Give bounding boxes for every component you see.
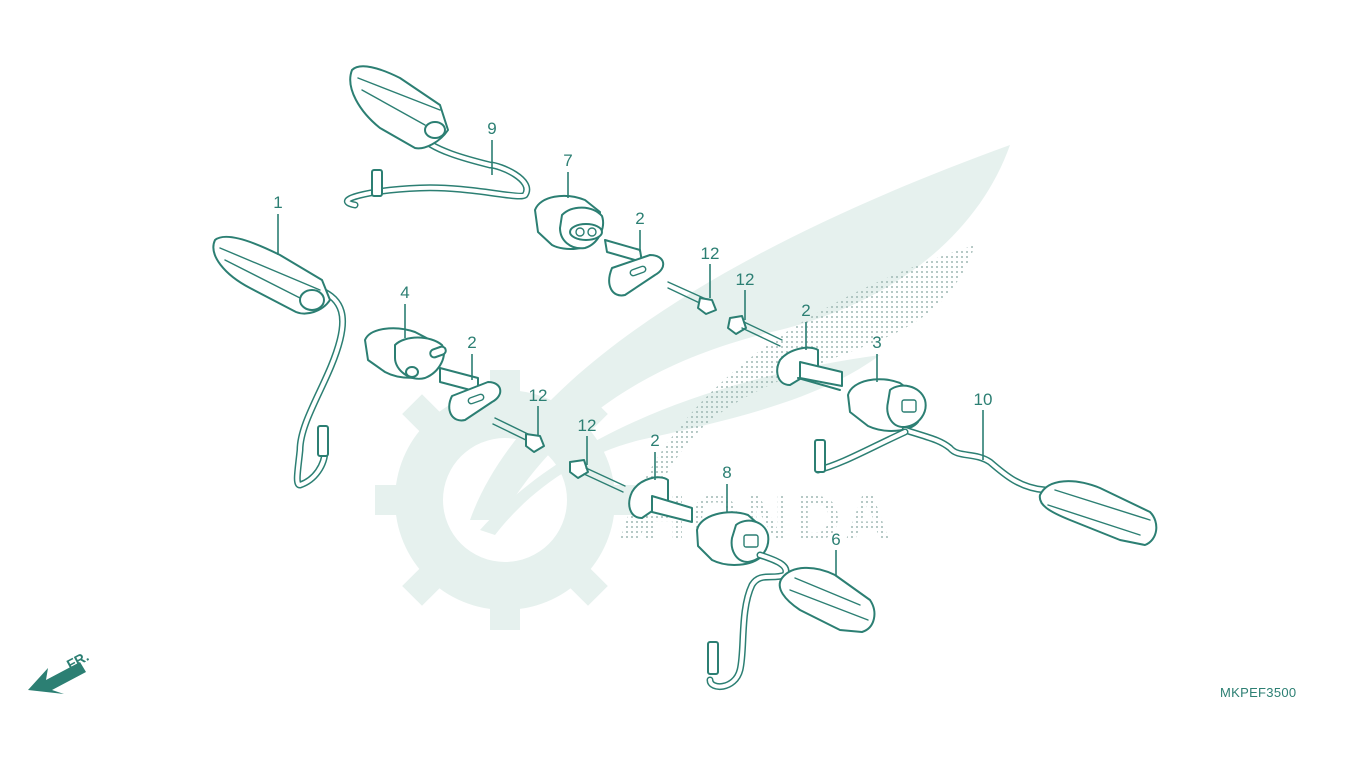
callout-2-b: 2 <box>467 333 476 352</box>
part-12-bolt-d <box>569 459 626 493</box>
diagram-code: MKPEF3500 <box>1220 685 1297 700</box>
callout-2-a: 2 <box>635 209 644 228</box>
part-9-turn-signal-assembly <box>343 65 531 209</box>
callout-1: 1 <box>273 193 282 212</box>
part-4-holder <box>364 327 447 380</box>
part-1-turn-signal-assembly <box>212 235 347 489</box>
callout-4: 4 <box>400 283 409 302</box>
callout-12-a: 12 <box>701 244 720 263</box>
front-arrow-icon: FR. <box>28 648 91 694</box>
callout-9: 9 <box>487 119 496 138</box>
callout-12-b: 12 <box>736 270 755 289</box>
part-12-bolt-a <box>667 281 717 315</box>
part-8-holder <box>696 511 770 566</box>
part-3-holder <box>847 378 927 432</box>
part-2-collar-d <box>628 476 693 523</box>
honda-wing-logo-icon: HONDA <box>375 145 1010 630</box>
part-2-collar-b <box>439 367 502 422</box>
part-10-turn-signal-assembly <box>814 426 1158 546</box>
callout-10: 10 <box>974 390 993 409</box>
callouts: 9 7 2 12 12 1 4 2 12 12 2 2 3 10 8 6 <box>273 119 992 575</box>
part-2-collar-c <box>776 346 843 391</box>
part-7-holder <box>534 194 604 251</box>
callout-2-d: 2 <box>650 431 659 450</box>
part-6-turn-signal-assembly <box>706 551 876 690</box>
part-12-bolt-b <box>727 315 783 347</box>
callout-3: 3 <box>872 333 881 352</box>
callout-7: 7 <box>563 151 572 170</box>
callout-8: 8 <box>722 463 731 482</box>
callout-6: 6 <box>831 530 840 549</box>
callout-12-c: 12 <box>529 386 548 405</box>
part-2-collar-a <box>604 239 665 297</box>
callout-12-d: 12 <box>578 416 597 435</box>
callout-2-c: 2 <box>801 301 810 320</box>
